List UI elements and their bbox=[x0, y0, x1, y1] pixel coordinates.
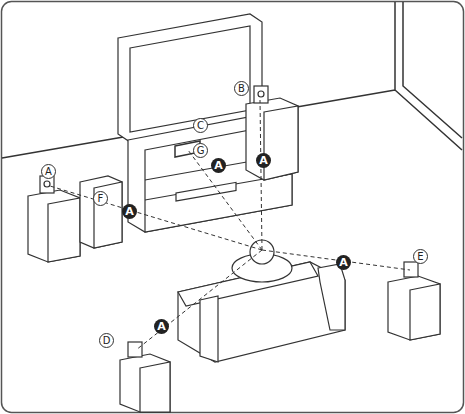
speaker-callout: A bbox=[41, 164, 56, 179]
speaker-callout: E bbox=[413, 249, 428, 264]
speaker-callout: G bbox=[193, 143, 208, 158]
speaker-callout: F bbox=[93, 191, 108, 206]
distance-marker: A bbox=[211, 158, 226, 173]
speaker-callout: D bbox=[99, 333, 114, 348]
distance-marker: A bbox=[154, 319, 169, 334]
distance-marker: A bbox=[336, 255, 351, 270]
distance-marker: A bbox=[122, 204, 137, 219]
speaker-callout: B bbox=[234, 81, 249, 96]
speaker-callout: C bbox=[193, 118, 208, 133]
distance-marker: A bbox=[256, 153, 271, 168]
